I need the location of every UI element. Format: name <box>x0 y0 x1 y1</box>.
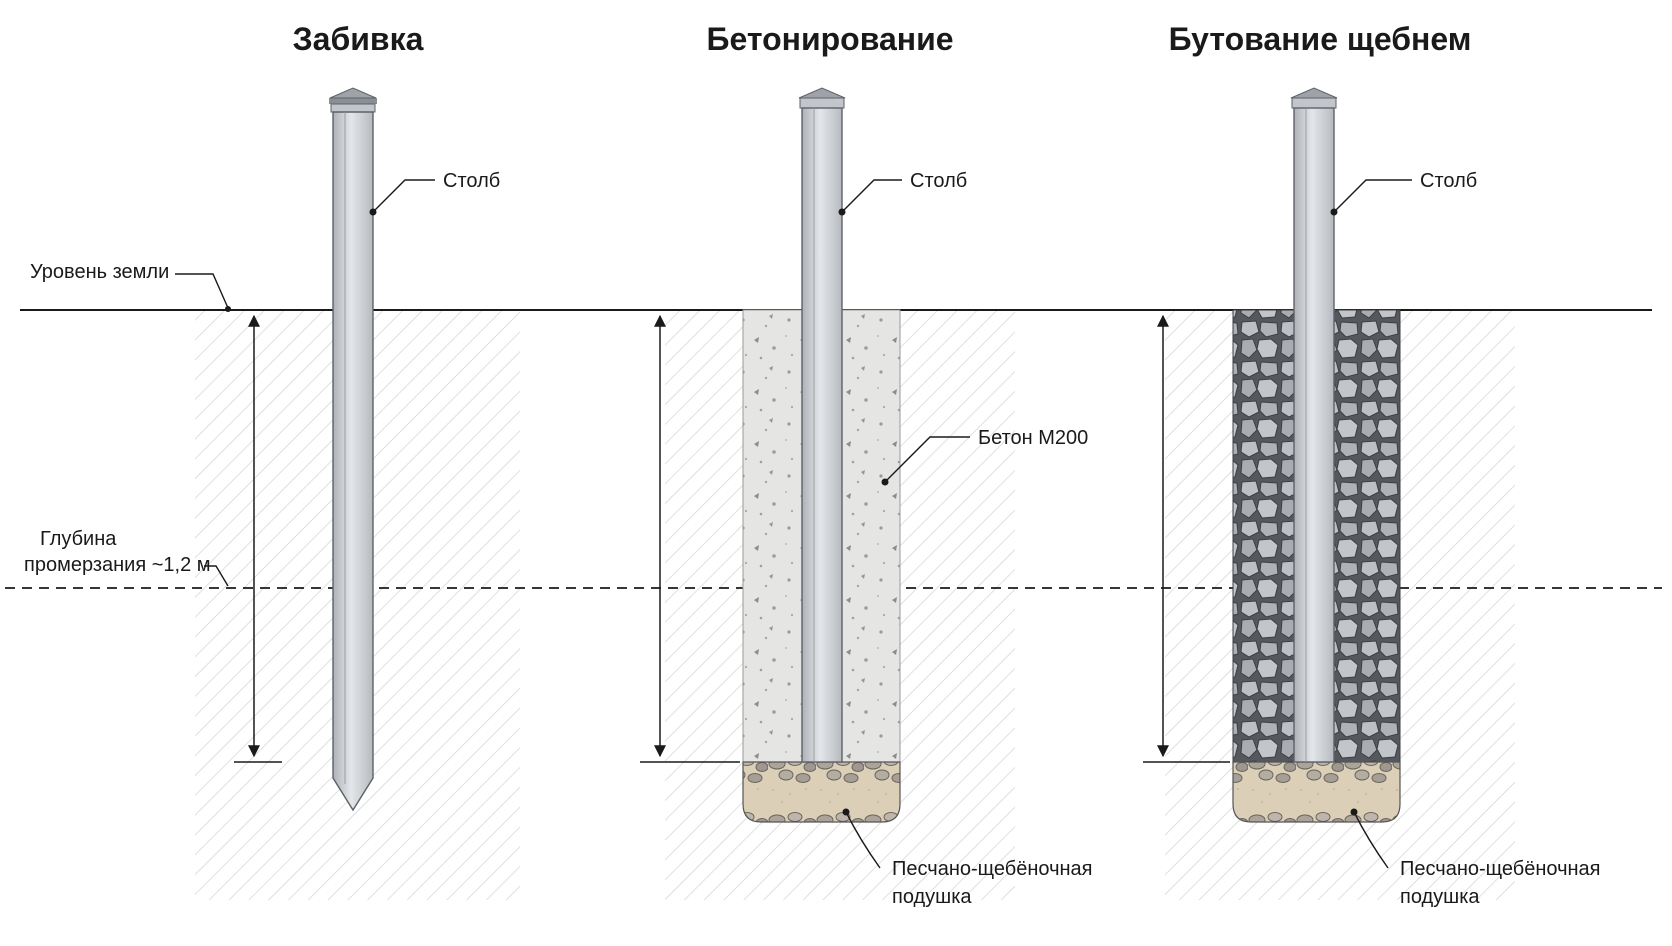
post-cap-base-1 <box>330 103 376 113</box>
label-post-1: Столб <box>443 170 500 192</box>
leader-dot-concrete <box>881 478 889 486</box>
label-frost-depth-line1: Глубина <box>40 528 117 550</box>
post-2 <box>798 87 846 763</box>
label-post-3: Столб <box>1420 170 1477 192</box>
title-rubble: Бутование щебнем <box>1169 21 1472 57</box>
label-frost-depth-line2: промерзания ~1,2 м <box>24 554 211 576</box>
post-cap-base-3 <box>1291 97 1337 109</box>
label-concrete: Бетон М200 <box>978 427 1088 449</box>
leader-dot-cushion-2 <box>842 808 850 816</box>
label-ground-level: Уровень земли <box>30 261 169 283</box>
post-shaft-2 <box>801 107 843 763</box>
leader-post-2 <box>841 179 902 213</box>
post-shaft-1 <box>332 111 374 812</box>
sand-gravel-cushion-3 <box>1232 761 1401 823</box>
post-cap-base-2 <box>799 97 845 109</box>
label-post-2: Столб <box>910 170 967 192</box>
leader-lines <box>175 179 1412 869</box>
post-1 <box>329 87 377 812</box>
title-driving: Забивка <box>293 21 424 57</box>
leader-dot-post-3 <box>1330 208 1338 216</box>
post-cap-1 <box>329 87 377 99</box>
label-cushion-2-line2: подушка <box>892 886 972 908</box>
label-cushion-3-line2: подушка <box>1400 886 1480 908</box>
label-cushion-3-line1: Песчано-щебёночная <box>1400 858 1601 880</box>
leader-cushion-2 <box>845 811 881 869</box>
leader-ground-level <box>175 273 229 309</box>
leader-cushion-3 <box>1353 811 1389 869</box>
dimension-lines <box>234 314 1230 763</box>
sand-gravel-cushion-2 <box>742 761 901 823</box>
post-shaft-3 <box>1293 107 1335 763</box>
leader-dot-post-1 <box>369 208 377 216</box>
leader-post-1 <box>372 179 435 213</box>
leader-post-3 <box>1333 179 1412 213</box>
post-3 <box>1290 87 1338 763</box>
leader-dot-cushion-3 <box>1350 808 1358 816</box>
leader-dot-post-2 <box>838 208 846 216</box>
leader-dot-ground-level <box>225 306 231 312</box>
label-cushion-2-line1: Песчано-щебёночная <box>892 858 1093 880</box>
leader-frost-depth <box>204 565 229 587</box>
post-cap-top-1 <box>329 98 377 104</box>
leader-concrete <box>884 436 970 483</box>
title-concreting: Бетонирование <box>706 21 953 57</box>
post-cap-2 <box>798 87 846 99</box>
leader-dots <box>225 208 1358 816</box>
post-cap-3 <box>1290 87 1338 99</box>
